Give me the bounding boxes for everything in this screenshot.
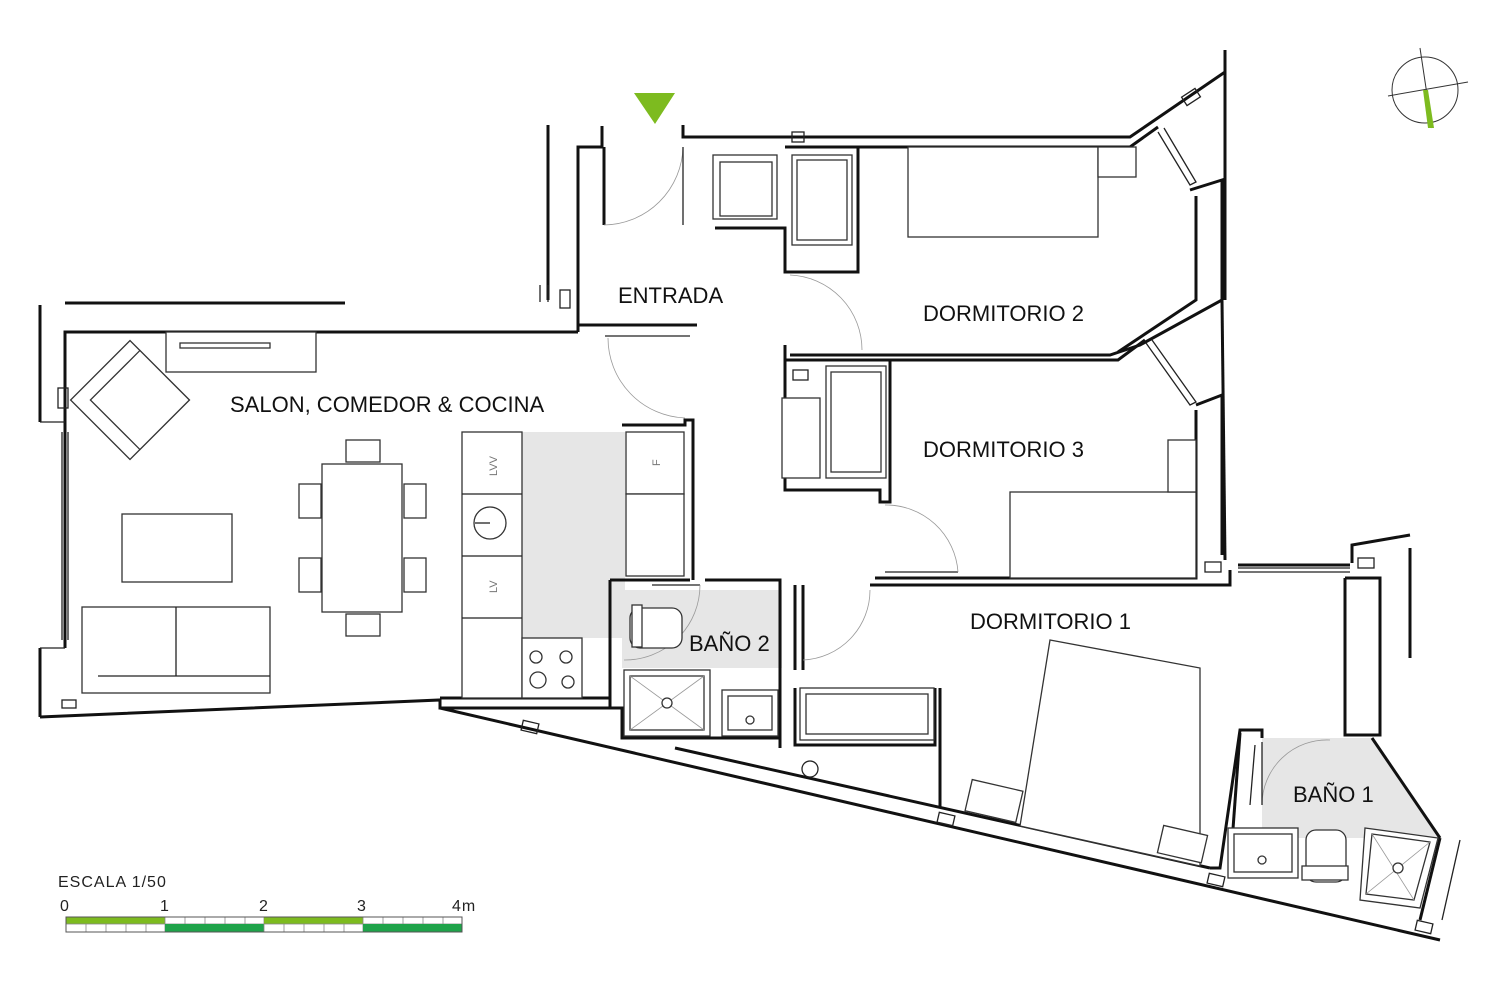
scale-tick-4: 4m xyxy=(452,898,476,915)
label-dormitorio-3: DORMITORIO 3 xyxy=(923,437,1084,462)
wardrobe-d3a xyxy=(781,397,821,479)
scale-tick-2: 2 xyxy=(259,898,269,915)
wet-areas xyxy=(522,432,1440,838)
armchair xyxy=(69,339,191,461)
bedroom-furniture xyxy=(712,146,1209,867)
bathroom-fixtures xyxy=(623,604,1439,909)
scale-tick-1: 1 xyxy=(160,898,170,915)
fixture-lvv: LVV xyxy=(488,455,500,476)
door-swings xyxy=(603,146,1331,806)
label-entrada: ENTRADA xyxy=(618,283,723,308)
salon-furniture xyxy=(69,331,427,694)
bed-d1 xyxy=(1019,639,1201,867)
label-bano-2: BAÑO 2 xyxy=(689,631,770,656)
kitchen-floor xyxy=(522,432,625,638)
sofa xyxy=(81,606,271,694)
scale-title: ESCALA 1/50 xyxy=(58,874,167,891)
kitchen: LVV LV F xyxy=(461,431,685,699)
windows xyxy=(1145,127,1350,569)
walls xyxy=(38,50,1461,942)
coffee-table xyxy=(121,513,233,583)
bed-d2 xyxy=(907,146,1099,238)
fixture-lv: LV xyxy=(488,580,500,593)
scale-tick-0: 0 xyxy=(60,898,70,915)
bed-d3 xyxy=(1009,491,1197,579)
scale-bar: ESCALA 1/50 0 1 2 3 4m xyxy=(58,874,476,933)
tv-cabinet xyxy=(165,331,317,373)
label-salon: SALON, COMEDOR & COCINA xyxy=(230,392,544,417)
bano1-floor xyxy=(1262,738,1440,838)
fixture-f: F xyxy=(651,459,663,466)
label-dormitorio-2: DORMITORIO 2 xyxy=(923,301,1084,326)
dining-set xyxy=(298,439,427,637)
label-bano-1: BAÑO 1 xyxy=(1293,782,1374,807)
label-dormitorio-1: DORMITORIO 1 xyxy=(970,609,1131,634)
north-arrow-icon xyxy=(1387,47,1469,129)
triangle-down-icon xyxy=(634,93,675,124)
scale-tick-3: 3 xyxy=(357,898,367,915)
room-labels: ENTRADA DORMITORIO 2 DORMITORIO 3 DORMIT… xyxy=(230,283,1374,807)
wall-details xyxy=(57,87,1434,935)
